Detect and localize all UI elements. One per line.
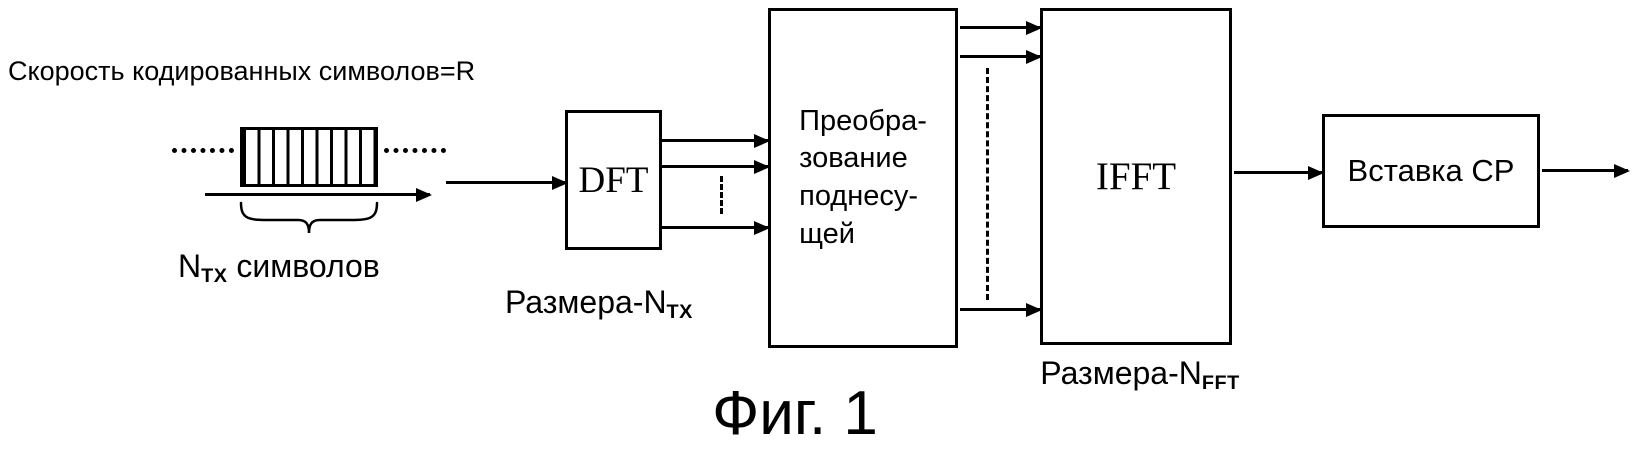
arrow-dft-to-mapping-2 [662,165,768,168]
ellipsis-mapping-to-ifft [986,68,989,300]
arrow-mapping-to-ifft-1 [960,26,1040,29]
ntx-symbols-label: NTX символов [178,248,380,288]
brace-under-symbols [239,201,379,234]
figure-caption: Фиг. 1 [712,379,878,448]
cp-insertion-label: Вставка CP [1347,153,1515,188]
ntx-symbols-n: N [178,248,202,284]
subcarrier-mapping-block: Преобра- зование поднесу- щей [768,8,958,348]
arrow-stream-to-dft [446,181,566,184]
symbol-stream-arrow [205,193,430,196]
arrow-dft-to-mapping-3 [662,226,768,229]
ntx-symbols-sub: TX [201,264,228,287]
ellipsis-dft-to-mapping [720,176,723,214]
dft-block-label: DFT [578,159,649,201]
arrow-mapping-to-ifft-2 [960,55,1040,58]
arrow-ifft-to-cp [1234,171,1322,174]
symbol-block-hatched [240,127,378,187]
coded-symbol-rate-label: Скорость кодированных символов=R [8,56,476,86]
dft-size-label: Размера-NTX [505,284,693,324]
ifft-size-sub: FFT [1201,371,1240,394]
symbol-stream-dots-left [172,148,234,153]
dft-block: DFT [565,110,662,250]
ifft-block-label: IFFT [1095,155,1177,198]
ifft-size-main: Размера-N [1040,355,1202,391]
arrow-dft-to-mapping-1 [662,139,768,142]
arrow-mapping-to-ifft-3 [960,308,1040,311]
ifft-block: IFFT [1040,8,1232,345]
subcarrier-mapping-label: Преобра- зование поднесу- щей [799,104,927,250]
arrow-output [1542,169,1628,172]
ntx-symbols-rest: символов [227,248,380,284]
dft-size-main: Размера-N [505,284,667,320]
dft-size-sub: TX [666,300,693,323]
symbol-stream-dots-right [384,148,446,153]
ifft-size-label: Размера-NFFT [1020,355,1260,395]
cp-insertion-block: Вставка CP [1322,114,1540,228]
